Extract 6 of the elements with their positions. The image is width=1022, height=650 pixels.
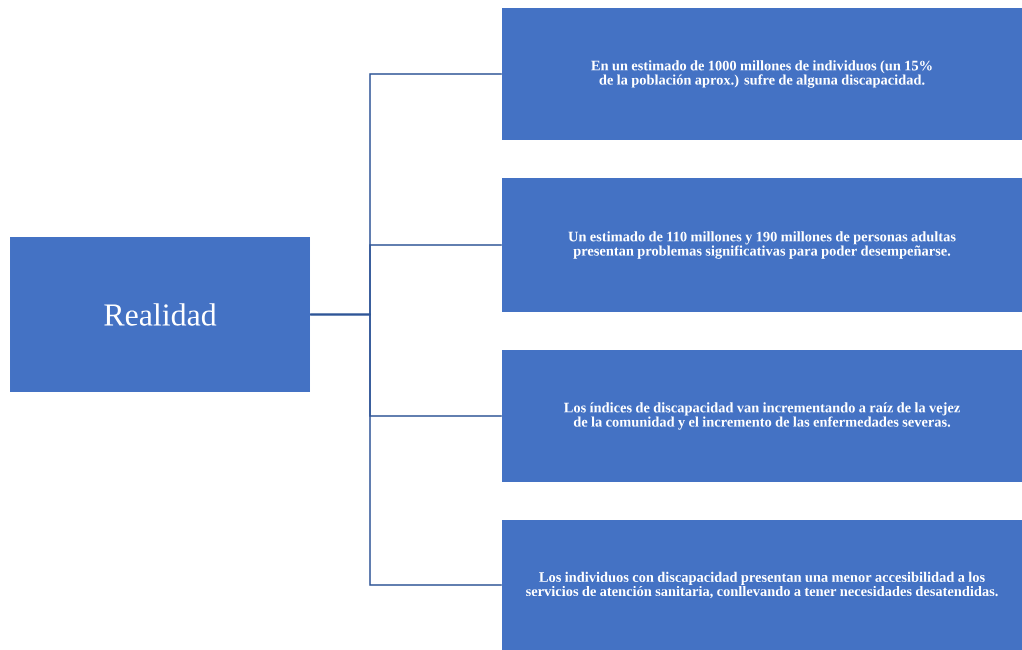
text-box: En un estimado de 1000 millones de individuos (un 15% de la población aprox.) sufre de alguna discapacidad.: [502, 8, 1022, 140]
title-box: Realidad: [10, 237, 310, 392]
connector-line: [309, 313, 503, 586]
text-box: Los índices de discapacidad van incrementando a raíz de la vejez de la comunidad y el incremento de las enfermedades severas.: [502, 350, 1022, 482]
text-box: Un estimado de 110 millones y 190 millones de personas adultas presentan problemas significativas para poder desempeñarse.: [502, 178, 1022, 312]
text-box: Los individuos con discapacidad presentan una menor accesibilidad a los servicios de atención sanitaria, conllevando a tener necesidades desatendidas.: [502, 520, 1022, 650]
